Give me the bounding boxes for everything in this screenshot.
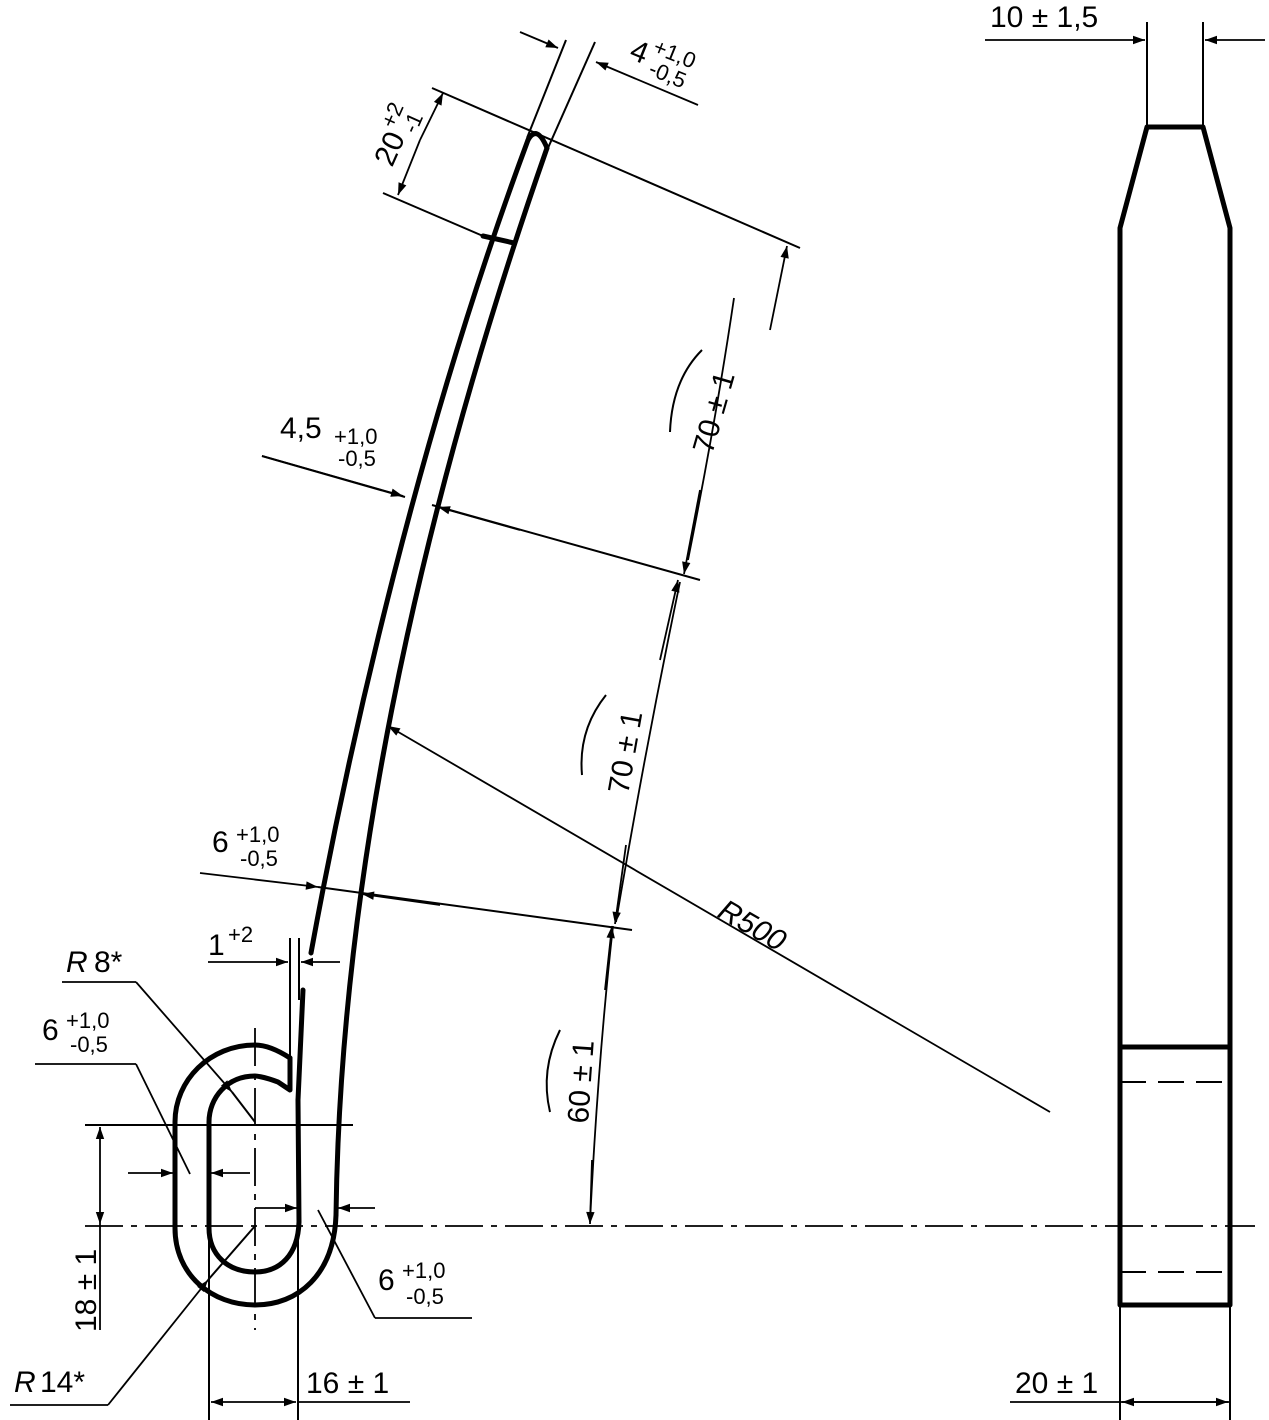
dim-radius-inner: R 8* xyxy=(62,946,256,1123)
dim-gap-value: 1 xyxy=(208,929,225,962)
dim-hook-width-label: 16 ± 1 xyxy=(306,1367,389,1400)
dim-mid-thickness-upper: +1,0 xyxy=(334,424,377,449)
dim-top-width-label: 10 ± 1,5 xyxy=(990,1,1098,34)
dim-hook-thickness-right-value: 6 xyxy=(378,1264,395,1297)
dim-hook-width: 16 ± 1 xyxy=(208,1215,410,1420)
dim-top-width: 10 ± 1,5 xyxy=(985,1,1265,45)
dim-middle-arc: 70 ± 1 xyxy=(580,579,681,925)
hook-inner-loop xyxy=(206,1055,302,1275)
dim-tip-length-value: 20 xyxy=(368,127,412,171)
dim-radius-outer-value: 14* xyxy=(40,1366,85,1399)
dim-hook-thickness-right-upper: +1,0 xyxy=(402,1258,445,1283)
dim-mid-thickness: 4,5 +1,0 -0,5 xyxy=(261,412,701,581)
dim-mid-thickness-value: 4,5 xyxy=(280,412,322,445)
spring-side-view xyxy=(85,131,550,1330)
dim-hook-thickness-left-lower: -0,5 xyxy=(70,1032,108,1057)
strip-outline xyxy=(1117,124,1233,1308)
dim-upper-arc: 70 ± 1 xyxy=(669,245,789,575)
dim-radius-outer-symbol: R xyxy=(14,1366,36,1399)
dim-radius-inner-symbol: R xyxy=(66,946,88,979)
spring-outer-edge xyxy=(308,137,531,956)
spring-front-view xyxy=(1117,22,1233,1420)
dim-radius-large: R 500 xyxy=(387,725,1051,1113)
dim-bottom-width-label: 20 ± 1 xyxy=(1015,1367,1098,1400)
dim-hook-thickness-left-upper: +1,0 xyxy=(66,1008,109,1033)
dim-mid-thickness-lower: -0,5 xyxy=(338,446,376,471)
spring-gap-edge xyxy=(295,987,306,1103)
spring-inner-edge xyxy=(333,145,550,1218)
dim-lower-thickness-value: 6 xyxy=(212,826,229,859)
dim-hook-thickness-right-lower: -0,5 xyxy=(406,1284,444,1309)
dim-tip-thickness: 4 +1,0 -0,5 xyxy=(519,31,700,149)
dim-hook-thickness-right: 6 +1,0 -0,5 xyxy=(255,1203,472,1319)
dim-radius-outer: R 14* xyxy=(10,1225,256,1406)
dim-hook-thickness-left: 6 +1,0 -0,5 xyxy=(35,1008,250,1178)
dim-hook-height-label: 18 ± 1 xyxy=(70,1249,103,1332)
dim-radius-inner-value: 8* xyxy=(94,946,123,979)
dim-tip-thickness-value: 4 xyxy=(625,34,653,71)
dim-lower-thickness-lower: -0,5 xyxy=(240,846,278,871)
dim-bottom-width: 20 ± 1 xyxy=(1010,1367,1230,1407)
dim-hook-thickness-left-value: 6 xyxy=(42,1014,59,1047)
dim-gap-upper: +2 xyxy=(228,922,253,947)
dim-lower-arc-label: 60 ± 1 xyxy=(562,1039,601,1124)
dim-lower-arc: 60 ± 1 xyxy=(545,925,615,1225)
dim-hook-height: 18 ± 1 xyxy=(70,1127,105,1332)
dim-middle-arc-label: 70 ± 1 xyxy=(602,709,649,797)
dim-lower-thickness-upper: +1,0 xyxy=(236,822,279,847)
dim-lower-thickness: 6 +1,0 -0,5 xyxy=(199,822,633,931)
dim-upper-arc-label: 70 ± 1 xyxy=(687,368,742,457)
tip-section-line xyxy=(480,233,517,246)
dim-gap: 1 +2 xyxy=(208,922,340,1058)
dim-tip-length: 20 +2 -1 xyxy=(368,87,801,249)
